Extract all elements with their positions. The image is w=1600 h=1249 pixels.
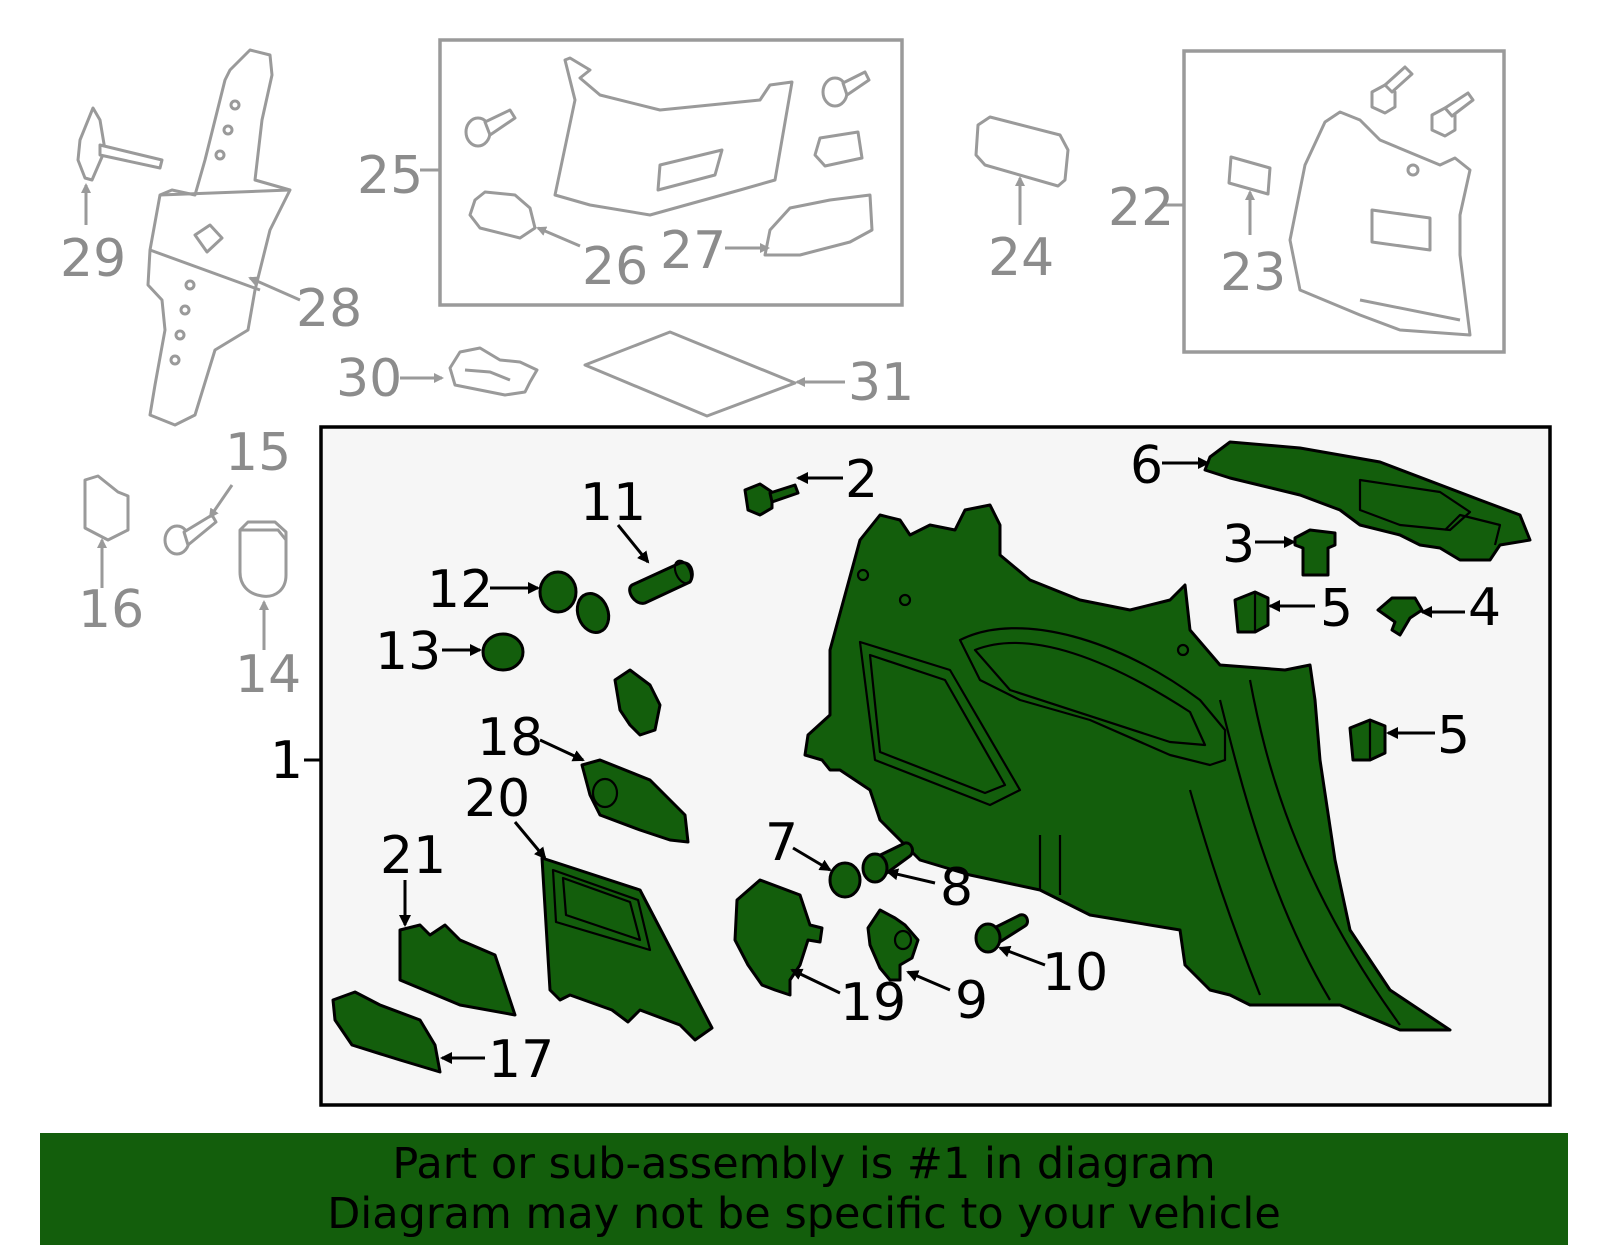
callout-13: 13 <box>375 622 441 682</box>
part-23-pad[interactable] <box>1227 155 1272 196</box>
part-9-bracket[interactable] <box>866 908 920 982</box>
part-20-panel[interactable] <box>540 856 714 1042</box>
part-15-screw[interactable] <box>163 513 218 556</box>
part-11-pin[interactable] <box>628 558 695 605</box>
part-25-clip[interactable] <box>813 130 864 168</box>
callout-5-lower: 5 <box>1437 706 1470 766</box>
callout-27: 27 <box>660 221 726 281</box>
part-21-cover[interactable] <box>398 923 517 1017</box>
part-2-bolt[interactable] <box>743 482 800 517</box>
info-banner: Part or sub-assembly is #1 in diagram Di… <box>40 1133 1568 1245</box>
part-5-clip-upper[interactable] <box>1233 590 1270 634</box>
part-13-plug[interactable] <box>481 632 525 672</box>
part-6-upper-trim[interactable] <box>1203 440 1532 562</box>
part-26-clip[interactable] <box>468 190 537 240</box>
callout-21: 21 <box>380 826 446 886</box>
part-8-fastener[interactable] <box>861 841 914 884</box>
callout-7: 7 <box>765 813 798 873</box>
part-bracket[interactable] <box>613 668 662 737</box>
callout-18: 18 <box>477 708 543 768</box>
callout-4: 4 <box>1468 578 1501 638</box>
callout-28: 28 <box>296 279 362 339</box>
callout-12: 12 <box>427 560 493 620</box>
part-10-fastener[interactable] <box>974 913 1029 954</box>
callout-16: 16 <box>78 580 144 640</box>
callout-31: 31 <box>848 353 914 413</box>
callout-3: 3 <box>1222 515 1255 575</box>
callout-15: 15 <box>225 423 291 483</box>
part-30-bracket[interactable] <box>448 346 539 397</box>
part-16-pad[interactable] <box>83 474 130 542</box>
callout-1: 1 <box>270 731 303 791</box>
part-7-plug[interactable] <box>828 861 862 899</box>
part-27-bracket[interactable] <box>763 193 874 257</box>
part-5-clip-lower[interactable] <box>1348 718 1387 762</box>
callout-9: 9 <box>955 971 988 1031</box>
part-25-panel[interactable] <box>553 56 794 217</box>
callout-6: 6 <box>1130 436 1163 496</box>
callout-20: 20 <box>464 769 530 829</box>
callout-24: 24 <box>988 228 1054 288</box>
part-4-retainer[interactable] <box>1376 596 1424 637</box>
part-17-cover[interactable] <box>331 990 442 1074</box>
callout-8: 8 <box>940 858 973 918</box>
callout-19: 19 <box>840 973 906 1033</box>
banner-line-1: Part or sub-assembly is #1 in diagram <box>392 1139 1216 1189</box>
part-1-quarter-trim-panel[interactable] <box>803 503 1452 1032</box>
part-31-mat[interactable] <box>583 330 797 418</box>
part-22-panel[interactable] <box>1288 110 1472 337</box>
part-3-clip[interactable] <box>1293 528 1337 577</box>
callout-29: 29 <box>60 229 126 289</box>
callout-26: 26 <box>582 237 648 297</box>
callout-5-upper: 5 <box>1320 579 1353 639</box>
part-14-cap[interactable] <box>238 520 288 598</box>
group-box-22 <box>1182 49 1506 354</box>
callout-2: 2 <box>845 450 878 510</box>
part-18-trim-bezel[interactable] <box>580 758 690 844</box>
callout-25: 25 <box>357 146 423 206</box>
callout-23: 23 <box>1220 243 1286 303</box>
part-25-screw-right[interactable] <box>821 70 871 108</box>
callout-17: 17 <box>488 1030 554 1090</box>
banner-line-2: Diagram may not be specific to your vehi… <box>327 1189 1281 1239</box>
callout-22: 22 <box>1108 178 1174 238</box>
part-25-screw-left[interactable] <box>464 108 517 148</box>
part-22-bolt-left[interactable] <box>1370 65 1414 115</box>
callout-10: 10 <box>1042 943 1108 1003</box>
part-12-plug[interactable] <box>538 570 614 637</box>
callout-11: 11 <box>580 473 646 533</box>
part-24-pad[interactable] <box>974 115 1070 188</box>
part-19-cover[interactable] <box>733 878 824 997</box>
part-22-bolt-right[interactable] <box>1430 91 1475 138</box>
callout-14: 14 <box>235 645 301 705</box>
callout-30: 30 <box>336 349 402 409</box>
part-29-handle[interactable] <box>76 106 164 182</box>
group-box-25 <box>438 38 904 307</box>
part-28-jack[interactable] <box>146 48 292 427</box>
